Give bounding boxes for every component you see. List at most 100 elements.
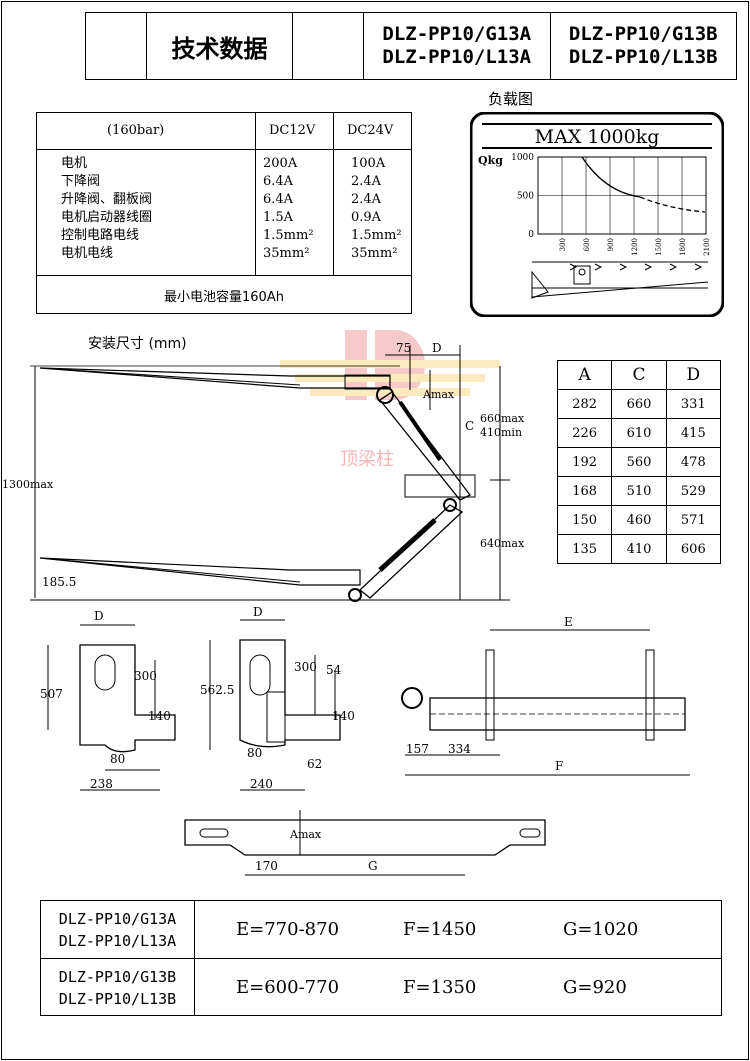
spec-cell: 2.4A bbox=[351, 192, 382, 207]
load-curve-dashed bbox=[639, 196, 706, 213]
dim-f: F bbox=[555, 759, 563, 773]
spec-pressure: (160bar) bbox=[107, 123, 165, 138]
header-models-a: DLZ-PP10/G13A DLZ-PP10/L13A bbox=[364, 13, 551, 79]
y-tick-label: 1000 bbox=[511, 153, 534, 163]
max-load-label: MAX 1000kg bbox=[535, 126, 660, 148]
header-blank-cell bbox=[86, 13, 147, 79]
table-cell: 460 bbox=[611, 505, 667, 535]
spec-divider bbox=[255, 113, 256, 275]
arrow-icon bbox=[594, 263, 603, 271]
dim-640max: 640max bbox=[480, 537, 525, 550]
table-cell: 331 bbox=[665, 389, 722, 419]
arrow-icon bbox=[669, 263, 678, 271]
lift-arm-lower bbox=[359, 504, 464, 599]
dim-amax: Amax bbox=[422, 388, 455, 401]
table-cell: 135 bbox=[556, 534, 613, 564]
table-row: DLZ-PP10/G13A DLZ-PP10/L13A E=770-870 F=… bbox=[41, 901, 721, 958]
dim-80: 80 bbox=[110, 752, 125, 766]
install-title: 安装尺寸 (mm) bbox=[88, 336, 187, 352]
x-tick-label: 1200 bbox=[631, 238, 639, 256]
dim-1300max: 1300max bbox=[2, 478, 54, 491]
header-title: 技术数据 bbox=[147, 13, 293, 79]
frame-top-view: E 157 334 F bbox=[401, 615, 690, 776]
electrical-spec-table: (160bar) DC12V DC24V 电机下降阀升降阀、翻板阀电机启动器线圈… bbox=[36, 112, 412, 314]
arrow-icon bbox=[694, 263, 703, 271]
column-header: C bbox=[611, 360, 667, 390]
value-g: G=1020 bbox=[563, 919, 639, 940]
load-chart-border bbox=[470, 112, 724, 317]
column-header: D bbox=[665, 360, 722, 390]
model-label: DLZ-PP10/L13B bbox=[568, 46, 718, 68]
load-curve-solid bbox=[581, 156, 641, 198]
crossbar-slot bbox=[199, 828, 229, 838]
crossbar-view: Amax 170 G bbox=[184, 810, 546, 876]
frame-upright-left bbox=[485, 649, 495, 741]
dim-562: 562.5 bbox=[200, 683, 234, 697]
crossbar-slot bbox=[519, 828, 541, 838]
pivot-icon bbox=[401, 687, 423, 709]
dim-410min: 410min bbox=[480, 426, 522, 439]
platform-lower bbox=[39, 557, 361, 586]
model-label: DLZ-PP10/G13A bbox=[58, 909, 177, 928]
bracket-slot bbox=[94, 654, 116, 691]
model-label: DLZ-PP10/L13B bbox=[58, 989, 177, 1008]
table-cell: 192 bbox=[556, 447, 613, 477]
load-center-icon bbox=[578, 268, 586, 276]
spec-cell: 35mm² bbox=[351, 246, 398, 261]
dim-c: C bbox=[465, 419, 474, 433]
table-cell: 226 bbox=[556, 418, 613, 448]
table-row: DLZ-PP10/G13B DLZ-PP10/L13B E=600-770 F=… bbox=[41, 958, 721, 1016]
chart-grid bbox=[537, 156, 707, 235]
dim-d: D bbox=[94, 609, 104, 623]
frame-upright-right bbox=[645, 649, 655, 741]
dim-140: 140 bbox=[332, 709, 355, 723]
model-label: DLZ-PP10/G13B bbox=[568, 23, 718, 45]
pivot-icon bbox=[348, 588, 362, 602]
dim-507: 507 bbox=[40, 687, 63, 701]
table-cell: 529 bbox=[665, 476, 722, 506]
pivot-icon bbox=[376, 386, 394, 404]
dim-660max: 660max bbox=[480, 412, 525, 425]
dim-g: G bbox=[368, 859, 378, 873]
load-box bbox=[573, 265, 591, 285]
header-blank-cell-2 bbox=[293, 13, 364, 79]
spec-col-12v: DC12V bbox=[269, 123, 316, 138]
spec-cell: 电机 bbox=[61, 156, 88, 171]
x-tick-label: 900 bbox=[607, 238, 615, 251]
spec-cell: 2.4A bbox=[351, 174, 382, 189]
dim-334: 334 bbox=[448, 742, 471, 756]
y-tick-label: 500 bbox=[517, 192, 534, 202]
table-cell: 560 bbox=[611, 447, 667, 477]
bracket-slot bbox=[249, 654, 271, 696]
platform-hinge bbox=[344, 374, 391, 390]
dim-54: 54 bbox=[326, 663, 342, 677]
dim-e: E bbox=[564, 615, 573, 629]
arrow-icon bbox=[644, 263, 653, 271]
spec-cell: 升降阀、翻板阀 bbox=[61, 192, 153, 207]
platform-arrows bbox=[569, 263, 703, 271]
table-cell: 660 bbox=[611, 389, 667, 419]
platform-lift bbox=[531, 270, 549, 299]
x-tick-label: 1800 bbox=[679, 238, 687, 256]
x-tick-label: 1500 bbox=[655, 238, 663, 256]
spec-col-24v: DC24V bbox=[347, 123, 394, 138]
spec-cell: 200A bbox=[263, 156, 298, 171]
x-tick-label: 300 bbox=[559, 238, 567, 251]
spec-cell: 6.4A bbox=[263, 192, 294, 207]
value-f: F=1350 bbox=[403, 977, 477, 998]
dim-157: 157 bbox=[406, 742, 429, 756]
header-table: 技术数据 DLZ-PP10/G13A DLZ-PP10/L13A DLZ-PP1… bbox=[85, 12, 737, 80]
spec-cell: 电机电线 bbox=[61, 246, 114, 261]
x-tick-label: 2100 bbox=[703, 238, 711, 256]
table-cell: 510 bbox=[611, 476, 667, 506]
spec-cell: 电机启动器线圈 bbox=[61, 210, 153, 225]
model-cell: DLZ-PP10/G13A DLZ-PP10/L13A bbox=[41, 901, 195, 958]
dim-d: D bbox=[432, 341, 442, 355]
dim-80: 80 bbox=[247, 746, 262, 760]
spec-cell: 下降阀 bbox=[61, 174, 101, 189]
x-tick-label: 600 bbox=[583, 238, 591, 251]
